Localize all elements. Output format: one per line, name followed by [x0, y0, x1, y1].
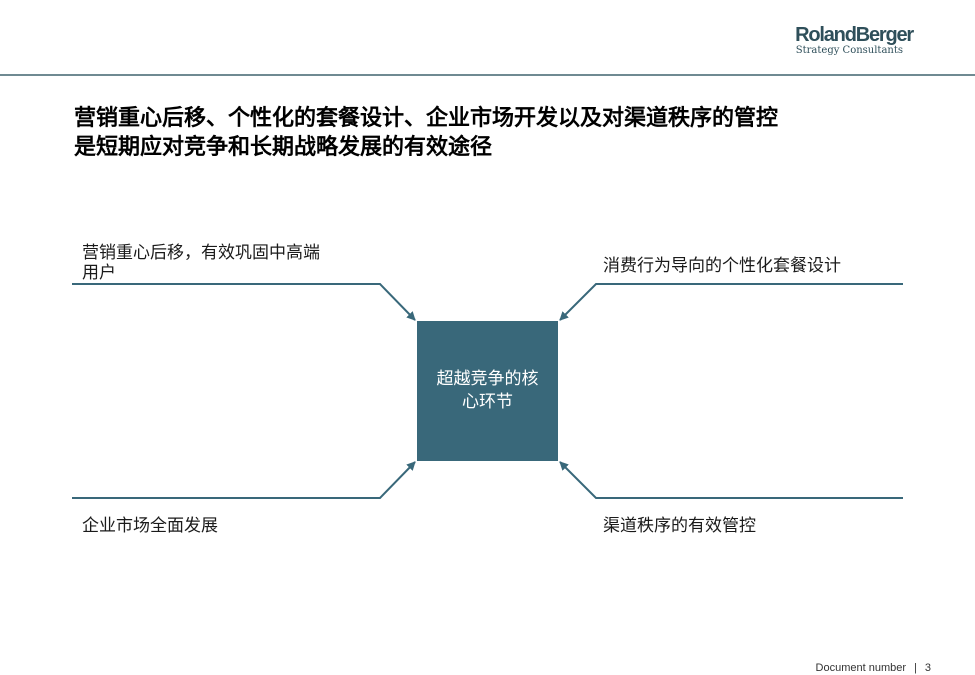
- label-top-left: 营销重心后移，有效巩固中高端 用户: [82, 243, 320, 283]
- connector-top-left: [72, 283, 416, 321]
- label-top-left-line-2: 用户: [82, 263, 116, 283]
- core-element-line-2: 心环节: [462, 392, 513, 412]
- slide-title-line-2: 是短期应对竞争和长期战略发展的有效途径: [74, 135, 493, 160]
- header-divider: [0, 74, 975, 76]
- label-top-right: 消费行为导向的个性化套餐设计: [603, 256, 841, 276]
- footer: Document number | 3: [816, 662, 931, 674]
- core-element-text: 超越竞争的核 心环节: [437, 368, 539, 414]
- label-top-left-line-1: 营销重心后移，有效巩固中高端: [82, 243, 320, 263]
- slide-title-line-1: 营销重心后移、个性化的套餐设计、企业市场开发以及对渠道秩序的管控: [74, 106, 779, 131]
- core-element-box: 超越竞争的核 心环节: [417, 321, 558, 461]
- document-number-label: Document number: [815, 662, 907, 674]
- label-bottom-right: 渠道秩序的有效管控: [603, 516, 756, 536]
- label-bottom-left: 企业市场全面发展: [82, 516, 218, 536]
- footer-separator: |: [914, 662, 917, 674]
- company-logo: RolandBerger: [795, 24, 914, 46]
- slide-title: 营销重心后移、个性化的套餐设计、企业市场开发以及对渠道秩序的管控 是短期应对竞争…: [74, 104, 934, 162]
- connector-bottom-right: [559, 461, 903, 499]
- connector-bottom-left: [72, 461, 416, 499]
- connector-top-right: [559, 283, 903, 321]
- company-logo-subtitle: Strategy Consultants: [795, 45, 903, 56]
- core-element-line-1: 超越竞争的核: [436, 369, 539, 389]
- page-number: 3: [924, 662, 931, 674]
